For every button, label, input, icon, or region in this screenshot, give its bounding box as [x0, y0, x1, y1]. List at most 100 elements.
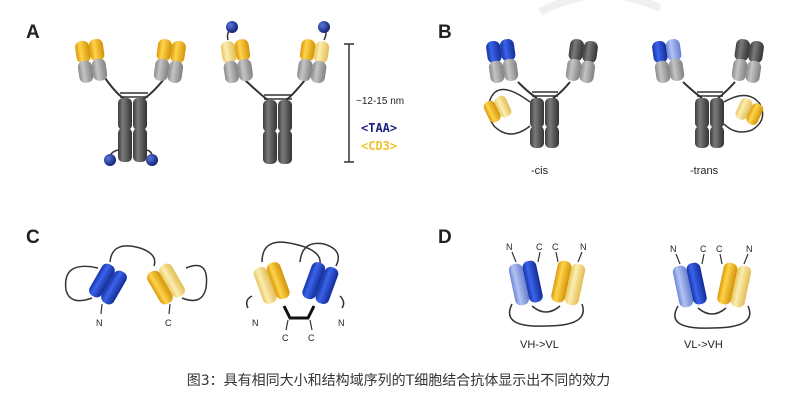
panel-d-construct-vh-vl: [508, 251, 586, 327]
fc-domain: [695, 126, 709, 148]
cd3-domain: [253, 266, 277, 305]
taa-binding-domain: [665, 39, 682, 62]
taa-binding-domain: [652, 40, 668, 64]
cd3-domain: [735, 98, 753, 120]
cd3-domain: [483, 100, 501, 123]
cd3-domain: [220, 41, 237, 64]
fc-domain: [118, 128, 132, 162]
fc-domain: [133, 128, 147, 162]
c-terminus-label: C: [282, 333, 289, 343]
fc-domain: [263, 130, 277, 164]
panel-d-letter: D: [438, 227, 452, 248]
linker-loop: [109, 245, 156, 267]
fc-domain: [530, 126, 544, 148]
linker-loop: [64, 265, 99, 302]
heavy-chain-domain: [223, 60, 240, 84]
c-terminus-label: C: [536, 242, 543, 252]
figure-caption: 图3：具有相同大小和结构域序列的T细胞结合抗体显示出不同的效力: [186, 373, 611, 389]
cd3-domain: [299, 39, 316, 62]
hinge-linker: [104, 77, 166, 100]
fc-domain: [710, 98, 724, 128]
fc-domain: [695, 98, 709, 128]
linker-loop: [181, 264, 208, 302]
n-terminus-label: N: [338, 318, 345, 328]
heavy-chain-domain: [668, 58, 685, 82]
panel-d-construct-vl-vh: [672, 253, 752, 329]
vl-vh-label: VL->VH: [684, 339, 723, 351]
cis-label: -cis: [531, 165, 549, 177]
linker-loop: [261, 241, 321, 265]
cd3-domain: [75, 40, 91, 64]
cd3-domain: [234, 39, 251, 62]
heavy-chain-domain: [734, 39, 751, 62]
vh-vl-label: VH->VL: [520, 339, 559, 351]
watermark-arc: [538, 0, 662, 16]
taa-binding-domain: [101, 270, 127, 305]
cd3-domain: [266, 262, 290, 300]
fc-domain: [545, 126, 559, 148]
cd3-domain: [170, 40, 186, 64]
cd3-domain: [551, 260, 572, 303]
c-terminus-label: C: [716, 244, 723, 254]
taa-binding-domain: [686, 262, 707, 305]
linker-loop: [299, 242, 339, 267]
taa-antigen: [226, 21, 238, 33]
heavy-chain-domain: [153, 58, 170, 82]
linker-loop: [674, 305, 751, 329]
taa-binding-domain: [302, 262, 326, 300]
heavy-chain-domain: [654, 60, 671, 83]
fc-domain: [133, 98, 147, 130]
scale-label: ~12-15 nm: [356, 96, 404, 107]
heavy-chain-domain: [582, 40, 598, 64]
n-terminus-label: N: [96, 318, 103, 328]
taa-binding-domain: [89, 263, 115, 298]
heavy-chain-domain: [745, 60, 762, 83]
panel-a-antibody-1: [75, 38, 186, 166]
fc-domain: [530, 98, 544, 128]
panel-c-letter: C: [26, 227, 40, 248]
trans-label: -trans: [690, 165, 719, 177]
n-terminus-label: N: [580, 242, 587, 252]
heavy-chain-domain: [91, 58, 108, 81]
fc-domain: [118, 98, 132, 130]
fc-domain: [545, 98, 559, 128]
cd3-domain: [564, 263, 586, 306]
cd3-domain: [147, 270, 173, 305]
linker-loop: [245, 295, 253, 309]
cd3-domain: [156, 39, 173, 62]
c-terminus-label: C: [165, 318, 172, 328]
heavy-chain-domain: [167, 60, 184, 83]
cd3-domain: [159, 263, 185, 298]
n-terminus-label: N: [670, 244, 677, 254]
heavy-chain-domain: [748, 40, 764, 64]
heavy-chain-domain: [297, 58, 313, 82]
panel-b-antibody-trans: [652, 39, 764, 148]
panel-c-construct-2: [245, 241, 345, 331]
cd3-domain: [494, 95, 512, 118]
heavy-chain-domain: [565, 58, 582, 82]
c-terminus-label: C: [700, 244, 707, 254]
heavy-chain-domain: [237, 58, 253, 82]
taa-antigen: [318, 21, 330, 33]
taa-binding-domain: [672, 265, 694, 308]
heavy-chain-domain: [502, 58, 519, 82]
taa-binding-domain: [486, 40, 502, 64]
n-terminus-label: N: [506, 242, 513, 252]
linker-loop: [697, 307, 727, 315]
fc-domain: [710, 126, 724, 148]
fc-domain: [278, 130, 292, 164]
scale-bar: [344, 43, 354, 163]
linker-loop: [531, 305, 561, 313]
panel-a-antibody-2: [220, 21, 330, 164]
linker-loop: [508, 303, 584, 327]
taa-binding-domain: [508, 263, 530, 306]
disulfide-bridge: [282, 305, 316, 320]
heavy-chain-domain: [579, 60, 596, 83]
panel-b-letter: B: [438, 22, 452, 43]
heavy-chain-domain: [731, 58, 748, 82]
taa-binding-domain: [522, 260, 543, 303]
legend-cd3: <CD3>: [361, 139, 397, 153]
c-terminus-label: C: [308, 333, 315, 343]
cd3-domain: [313, 41, 330, 64]
